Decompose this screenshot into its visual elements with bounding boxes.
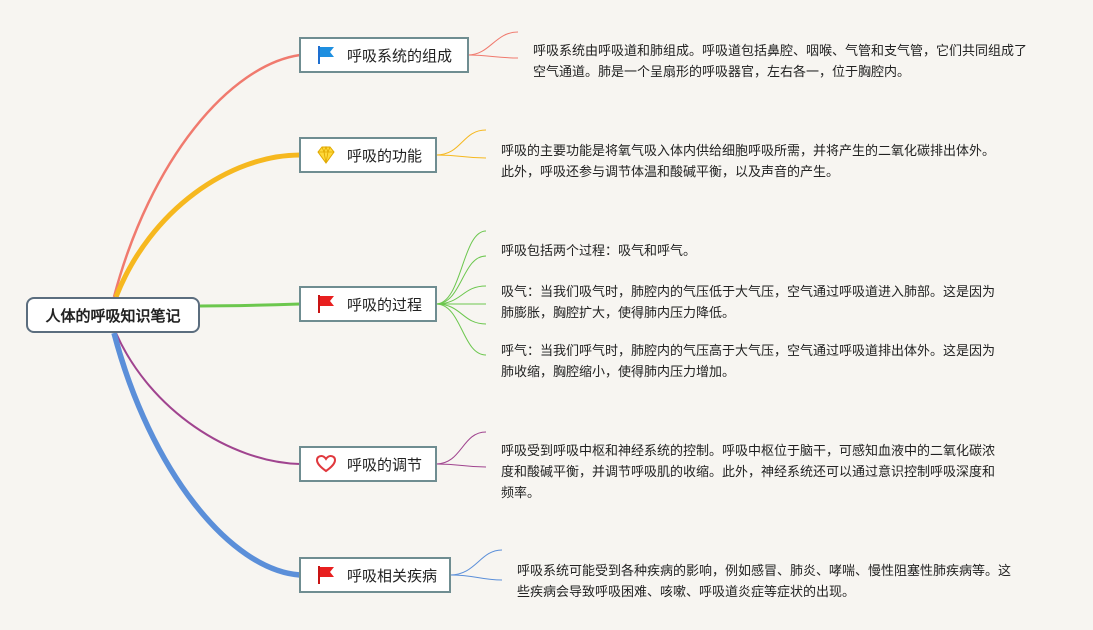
branch-label: 呼吸的调节 xyxy=(347,455,423,474)
blue-flag-icon xyxy=(315,44,337,66)
note-composition: 呼吸系统由呼吸道和肺组成。呼吸道包括鼻腔、咽喉、气管和支气管，它们共同组成了空气… xyxy=(533,44,1028,80)
branch-label: 呼吸相关疾病 xyxy=(347,566,438,585)
root-node[interactable]: 人体的呼吸知识笔记 xyxy=(26,297,200,333)
note-process-0: 呼吸包括两个过程：吸气和呼气。 xyxy=(501,244,697,259)
branch-label: 呼吸系统的组成 xyxy=(347,46,453,65)
branch-node-composition[interactable]: 呼吸系统的组成 xyxy=(299,37,469,73)
root-label: 人体的呼吸知识笔记 xyxy=(45,306,181,325)
note-regulation: 呼吸受到呼吸中枢和神经系统的控制。呼吸中枢位于脑干，可感知血液中的二氧化碳浓度和… xyxy=(501,444,996,501)
link-root-process xyxy=(199,302,301,308)
heart-icon xyxy=(315,453,337,475)
link-root-function xyxy=(113,152,301,298)
branch-node-process[interactable]: 呼吸的过程 xyxy=(299,286,437,322)
red-flag-icon xyxy=(315,564,337,586)
note-connectors-diseases xyxy=(449,549,503,581)
note-connectors-regulation xyxy=(435,431,487,468)
diamond-icon xyxy=(315,144,337,166)
branch-node-function[interactable]: 呼吸的功能 xyxy=(299,137,437,173)
note-connectors-composition xyxy=(467,31,519,59)
branch-label: 呼吸的过程 xyxy=(347,295,423,314)
note-connectors-function xyxy=(435,129,487,159)
branch-label: 呼吸的功能 xyxy=(347,146,423,165)
branch-node-regulation[interactable]: 呼吸的调节 xyxy=(299,446,437,482)
note-connectors-process xyxy=(435,230,487,356)
link-root-diseases xyxy=(111,332,301,578)
link-root-regulation xyxy=(115,332,301,465)
red-flag-icon xyxy=(315,293,337,315)
note-diseases: 呼吸系统可能受到各种疾病的影响，例如感冒、肺炎、哮喘、慢性阻塞性肺疾病等。这些疾… xyxy=(517,564,1012,600)
note-function: 呼吸的主要功能是将氧气吸入体内供给细胞呼吸所需，并将产生的二氧化碳排出体外。此外… xyxy=(501,144,996,180)
branch-node-diseases[interactable]: 呼吸相关疾病 xyxy=(299,557,451,593)
note-process-1: 吸气：当我们吸气时，肺腔内的气压低于大气压，空气通过呼吸道进入肺部。这是因为肺膨… xyxy=(501,285,996,321)
note-process-2: 呼气：当我们呼气时，肺腔内的气压高于大气压，空气通过呼吸道排出体外。这是因为肺收… xyxy=(501,344,996,380)
link-root-composition xyxy=(112,53,301,298)
